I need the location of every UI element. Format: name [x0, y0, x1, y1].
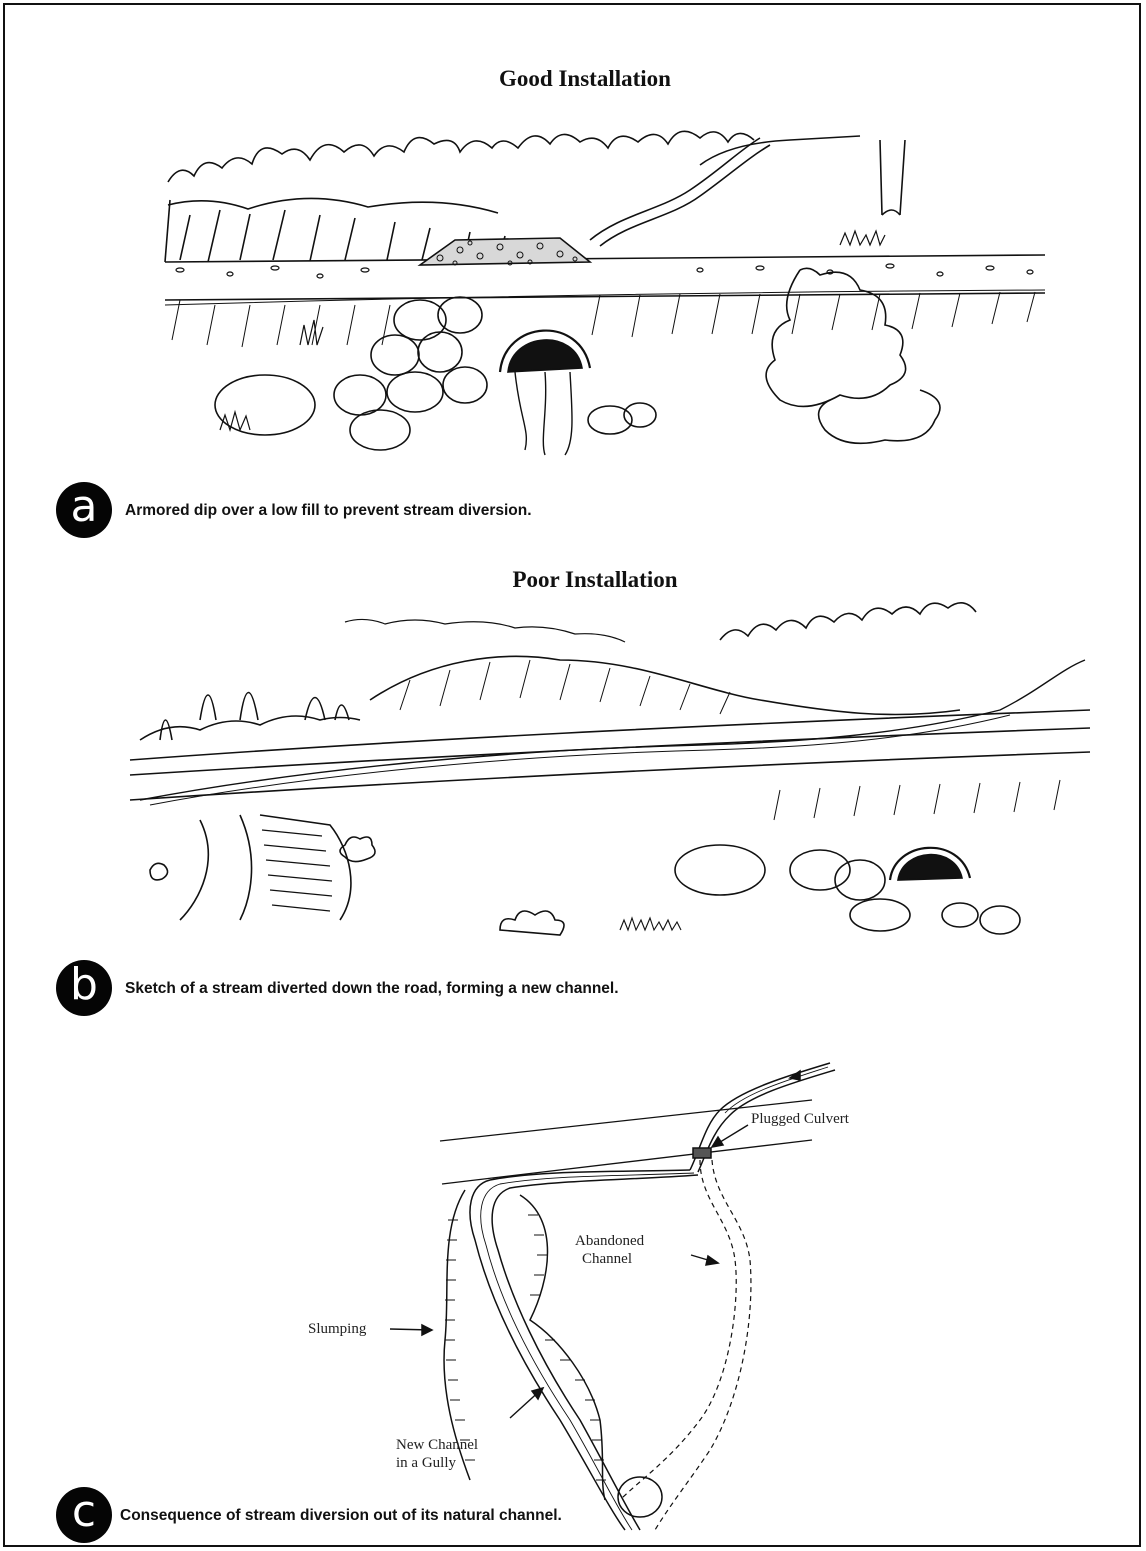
plugged-culvert-label: Plugged Culvert [751, 1110, 849, 1129]
panel-c-caption: Consequence of stream diversion out of i… [120, 1507, 562, 1525]
abandoned-channel-label-line1: Abandoned [575, 1232, 644, 1251]
new-channel-label-line1: New Channel [396, 1436, 478, 1455]
slumping-label: Slumping [308, 1320, 366, 1339]
abandoned-channel-label-line2: Channel [582, 1250, 632, 1269]
new-channel-label-line2: in a Gully [396, 1454, 456, 1473]
panel-c-badge: c [56, 1487, 112, 1543]
